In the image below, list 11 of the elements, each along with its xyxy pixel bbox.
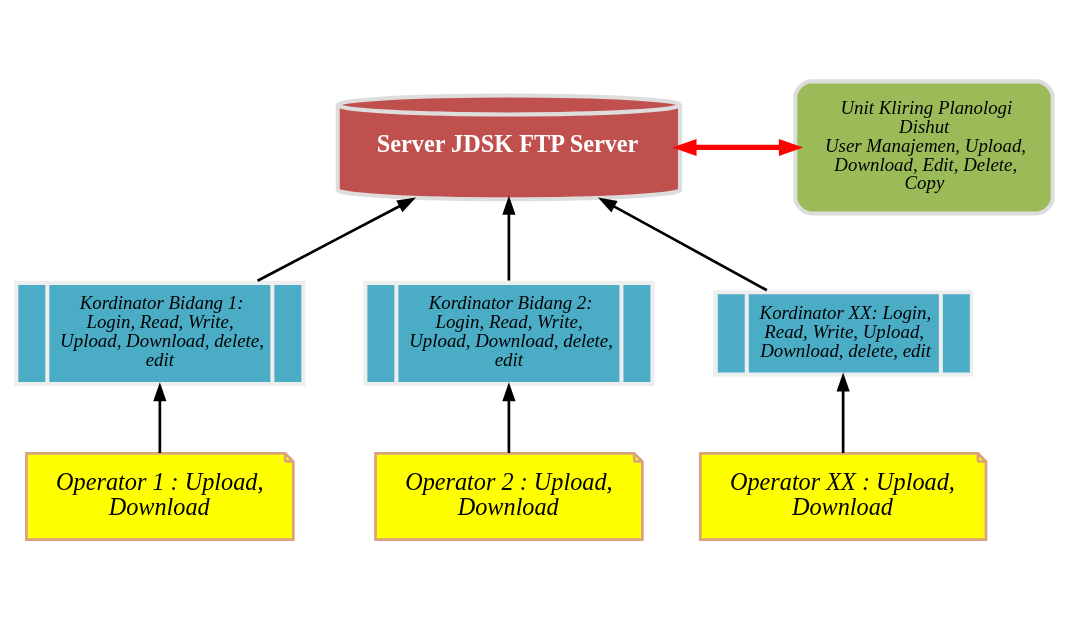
- arrow: [153, 382, 167, 453]
- node-box: Kordinator Bidang 2: Login, Read, Write, Upload, Download, delete, edit: [363, 280, 655, 386]
- arrow: [672, 138, 804, 156]
- arrow: [836, 372, 850, 453]
- arrow: [502, 195, 516, 281]
- arrow: [502, 382, 516, 453]
- node-box: Kordinator XX: Login, Read, Write, Upload, Download, delete, edit: [713, 290, 974, 377]
- arrow: [256, 197, 417, 282]
- node-box: Unit Kliring Planologi Dishut User Manajemen, Upload, Download, Edit, Delete, Copy: [793, 79, 1055, 216]
- node-box: Kordinator Bidang 1: Login, Read, Write, Upload, Download, delete, edit: [14, 280, 306, 386]
- arrow: [597, 197, 768, 292]
